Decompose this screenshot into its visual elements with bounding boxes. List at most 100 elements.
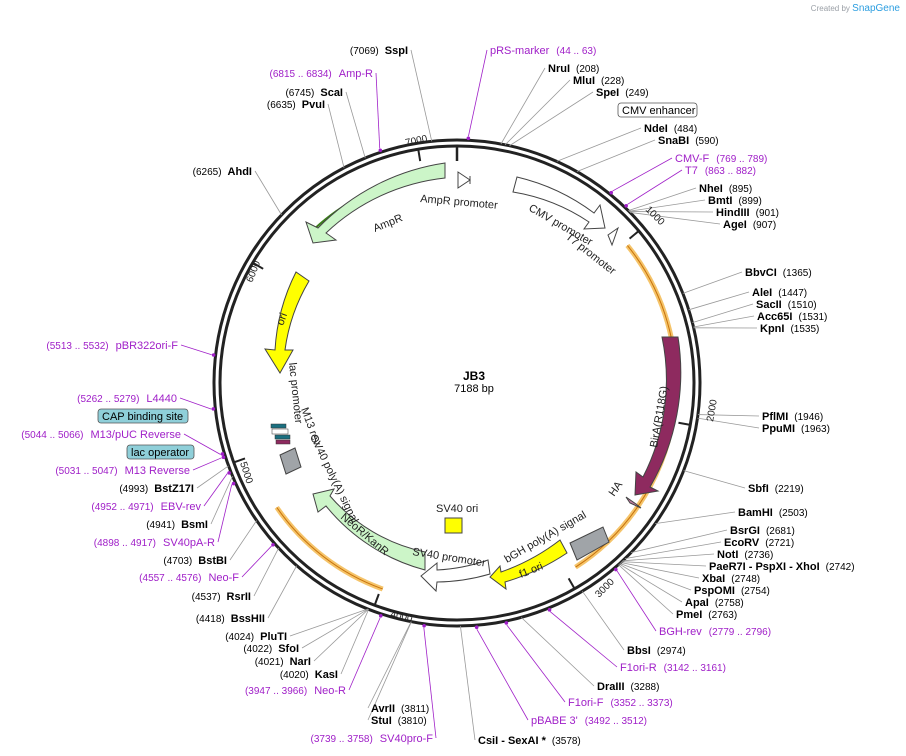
enzyme-site[interactable]: (4022)SfoI — [243, 643, 299, 655]
feature-amp-r[interactable] — [305, 162, 446, 244]
primer-range: (6815 .. 6834) — [270, 69, 332, 80]
enzyme-site[interactable]: XbaI(2748) — [702, 573, 760, 585]
primer-label[interactable]: (6815 .. 6834)Amp-R — [270, 68, 374, 80]
enzyme-site[interactable]: BamHI(2503) — [738, 507, 808, 519]
primer-label[interactable]: F1ori-F(3352 .. 3373) — [568, 697, 673, 709]
cap-binding-site-label: CAP binding site — [102, 411, 183, 423]
enzyme-connector — [692, 303, 754, 324]
enzyme-site[interactable]: (4418)BssHII — [196, 613, 265, 625]
enzyme-site[interactable]: AgeI(907) — [723, 219, 776, 231]
enzyme-site[interactable]: (4993)BstZ17I — [119, 483, 194, 495]
primer-connector — [203, 473, 228, 507]
enzyme-site[interactable]: KpnI(1535) — [760, 323, 819, 335]
primer-name: CMV-F — [675, 153, 710, 165]
feature-amp-r-promoter[interactable] — [457, 171, 471, 189]
primer-label[interactable]: (4557 .. 4576)Neo-F — [139, 572, 239, 584]
tick-mark-4000 — [373, 593, 380, 606]
enzyme-site[interactable]: DraIII(3288) — [597, 681, 659, 693]
enzyme-site[interactable]: AvrII(3811) — [371, 703, 429, 715]
enzyme-site[interactable]: PpuMI(1963) — [762, 423, 830, 435]
enzyme-site[interactable]: ApaI(2758) — [685, 597, 744, 609]
enzyme-site[interactable]: PaeR7I - PspXI - XhoI(2742) — [709, 561, 855, 573]
primer-range: (3739 .. 3758) — [311, 734, 373, 745]
enzyme-site[interactable]: (4021)NarI — [255, 656, 311, 668]
enzyme-site[interactable]: (4537)RsrII — [192, 591, 251, 603]
enzyme-site[interactable]: (6635)PvuI — [267, 99, 325, 111]
enzyme-site[interactable]: NotI(2736) — [717, 549, 773, 561]
feature-ha[interactable] — [625, 496, 642, 509]
primer-label[interactable]: (4952 .. 4971)EBV-rev — [91, 501, 201, 513]
enzyme-position: (1510) — [788, 300, 817, 311]
feature-m13-rev[interactable] — [275, 439, 291, 445]
enzyme-site[interactable]: NheI(895) — [699, 183, 752, 195]
enzyme-position: (6265) — [193, 167, 222, 178]
enzyme-site[interactable]: (4941)BsmI — [146, 519, 208, 531]
primer-label[interactable]: (5031 .. 5047)M13 Reverse — [55, 465, 190, 477]
enzyme-site[interactable]: (4024)PluTI — [225, 631, 287, 643]
primer-connector — [506, 624, 566, 703]
enzyme-site[interactable]: SacII(1510) — [756, 299, 817, 311]
feature-sv40-ori[interactable] — [444, 517, 463, 534]
enzyme-name: Acc65I — [757, 311, 792, 323]
enzyme-position: (3578) — [552, 736, 581, 747]
enzyme-connector — [618, 564, 674, 615]
primer-label[interactable]: T7(863 .. 882) — [685, 165, 756, 177]
primer-label[interactable]: BGH-rev(2779 .. 2796) — [659, 626, 771, 638]
enzyme-site[interactable]: NdeI(484) — [644, 123, 697, 135]
feature-cmv-promoter[interactable] — [512, 176, 606, 230]
enzyme-site[interactable]: BbvCI(1365) — [745, 267, 812, 279]
enzyme-site[interactable]: SbfI(2219) — [748, 483, 804, 495]
enzyme-site[interactable]: NruI(208) — [548, 63, 599, 75]
enzyme-site[interactable]: AleI(1447) — [752, 287, 807, 299]
feature-lac-operator[interactable] — [274, 434, 291, 440]
enzyme-name: AleI — [752, 287, 772, 299]
feature-neor-kanr[interactable] — [312, 488, 426, 571]
feature-bira-r118g[interactable] — [634, 336, 682, 496]
primer-label[interactable]: F1ori-R(3142 .. 3161) — [620, 662, 726, 674]
enzyme-site[interactable]: Acc65I(1531) — [757, 311, 827, 323]
feature-ori[interactable] — [264, 271, 310, 374]
enzyme-position: (899) — [738, 196, 761, 207]
primer-label[interactable]: (3739 .. 3758)SV40pro-F — [311, 733, 434, 745]
enzyme-name: EcoRV — [724, 537, 760, 549]
enzyme-site[interactable]: SnaBI(590) — [658, 135, 719, 147]
enzyme-site[interactable]: EcoRV(2721) — [724, 537, 794, 549]
primer-label[interactable]: (3947 .. 3966)Neo-R — [245, 685, 346, 697]
primer-label[interactable]: pBABE 3'(3492 .. 3512) — [531, 715, 647, 727]
enzyme-site[interactable]: PmeI(2763) — [676, 609, 737, 621]
enzyme-position: (6635) — [267, 100, 296, 111]
feature-sv40-poly-a[interactable] — [279, 447, 302, 475]
enzyme-site[interactable]: (7069)SspI — [350, 45, 408, 57]
enzyme-site[interactable]: (4020)KasI — [280, 669, 338, 681]
enzyme-site[interactable]: (6745)ScaI — [285, 87, 343, 99]
enzyme-site[interactable]: (4703)BstBI — [163, 555, 227, 567]
primer-label[interactable]: (5044 .. 5066)M13/pUC Reverse — [21, 429, 181, 441]
feature-cap-site[interactable] — [270, 423, 287, 429]
primer-label[interactable]: (4898 .. 4917)SV40pA-R — [94, 537, 215, 549]
feature-f1-ori[interactable] — [489, 539, 568, 591]
enzyme-site[interactable]: PspOMI(2754) — [694, 585, 770, 597]
feature-bgh-poly-a[interactable] — [569, 526, 610, 561]
enzyme-site[interactable]: BmtI(899) — [708, 195, 762, 207]
enzyme-site[interactable]: PflMI(1946) — [762, 411, 823, 423]
enzyme-site[interactable]: (6265)AhdI — [193, 166, 252, 178]
primer-label[interactable]: (5513 .. 5532)pBR322ori-F — [46, 340, 178, 352]
primer-range: (4952 .. 4971) — [91, 502, 153, 513]
enzyme-site[interactable]: SpeI(249) — [596, 87, 649, 99]
enzyme-connector — [500, 67, 546, 145]
primer-label[interactable]: pRS-marker(44 .. 63) — [490, 45, 596, 57]
feature-t7-promoter[interactable] — [607, 226, 619, 247]
enzyme-site[interactable]: MluI(228) — [573, 75, 624, 87]
primer-range: (3947 .. 3966) — [245, 686, 307, 697]
enzyme-site[interactable]: HindIII(901) — [716, 207, 779, 219]
enzyme-site[interactable]: CsiI - SexAI *(3578) — [478, 735, 581, 747]
feature-lac-promoter[interactable] — [271, 428, 289, 435]
enzyme-site[interactable]: BsrGI(2681) — [730, 525, 795, 537]
enzyme-site[interactable]: StuI(3810) — [371, 715, 427, 727]
enzyme-name: PaeR7I - PspXI - XhoI — [709, 561, 820, 573]
feature-label-ori: ori — [275, 311, 290, 327]
primer-label[interactable]: CMV-F(769 .. 789) — [675, 153, 767, 165]
primer-label[interactable]: (5262 .. 5279)L4440 — [77, 393, 177, 405]
feature-sv40-promoter[interactable] — [420, 559, 491, 593]
enzyme-site[interactable]: BbsI(2974) — [627, 645, 686, 657]
